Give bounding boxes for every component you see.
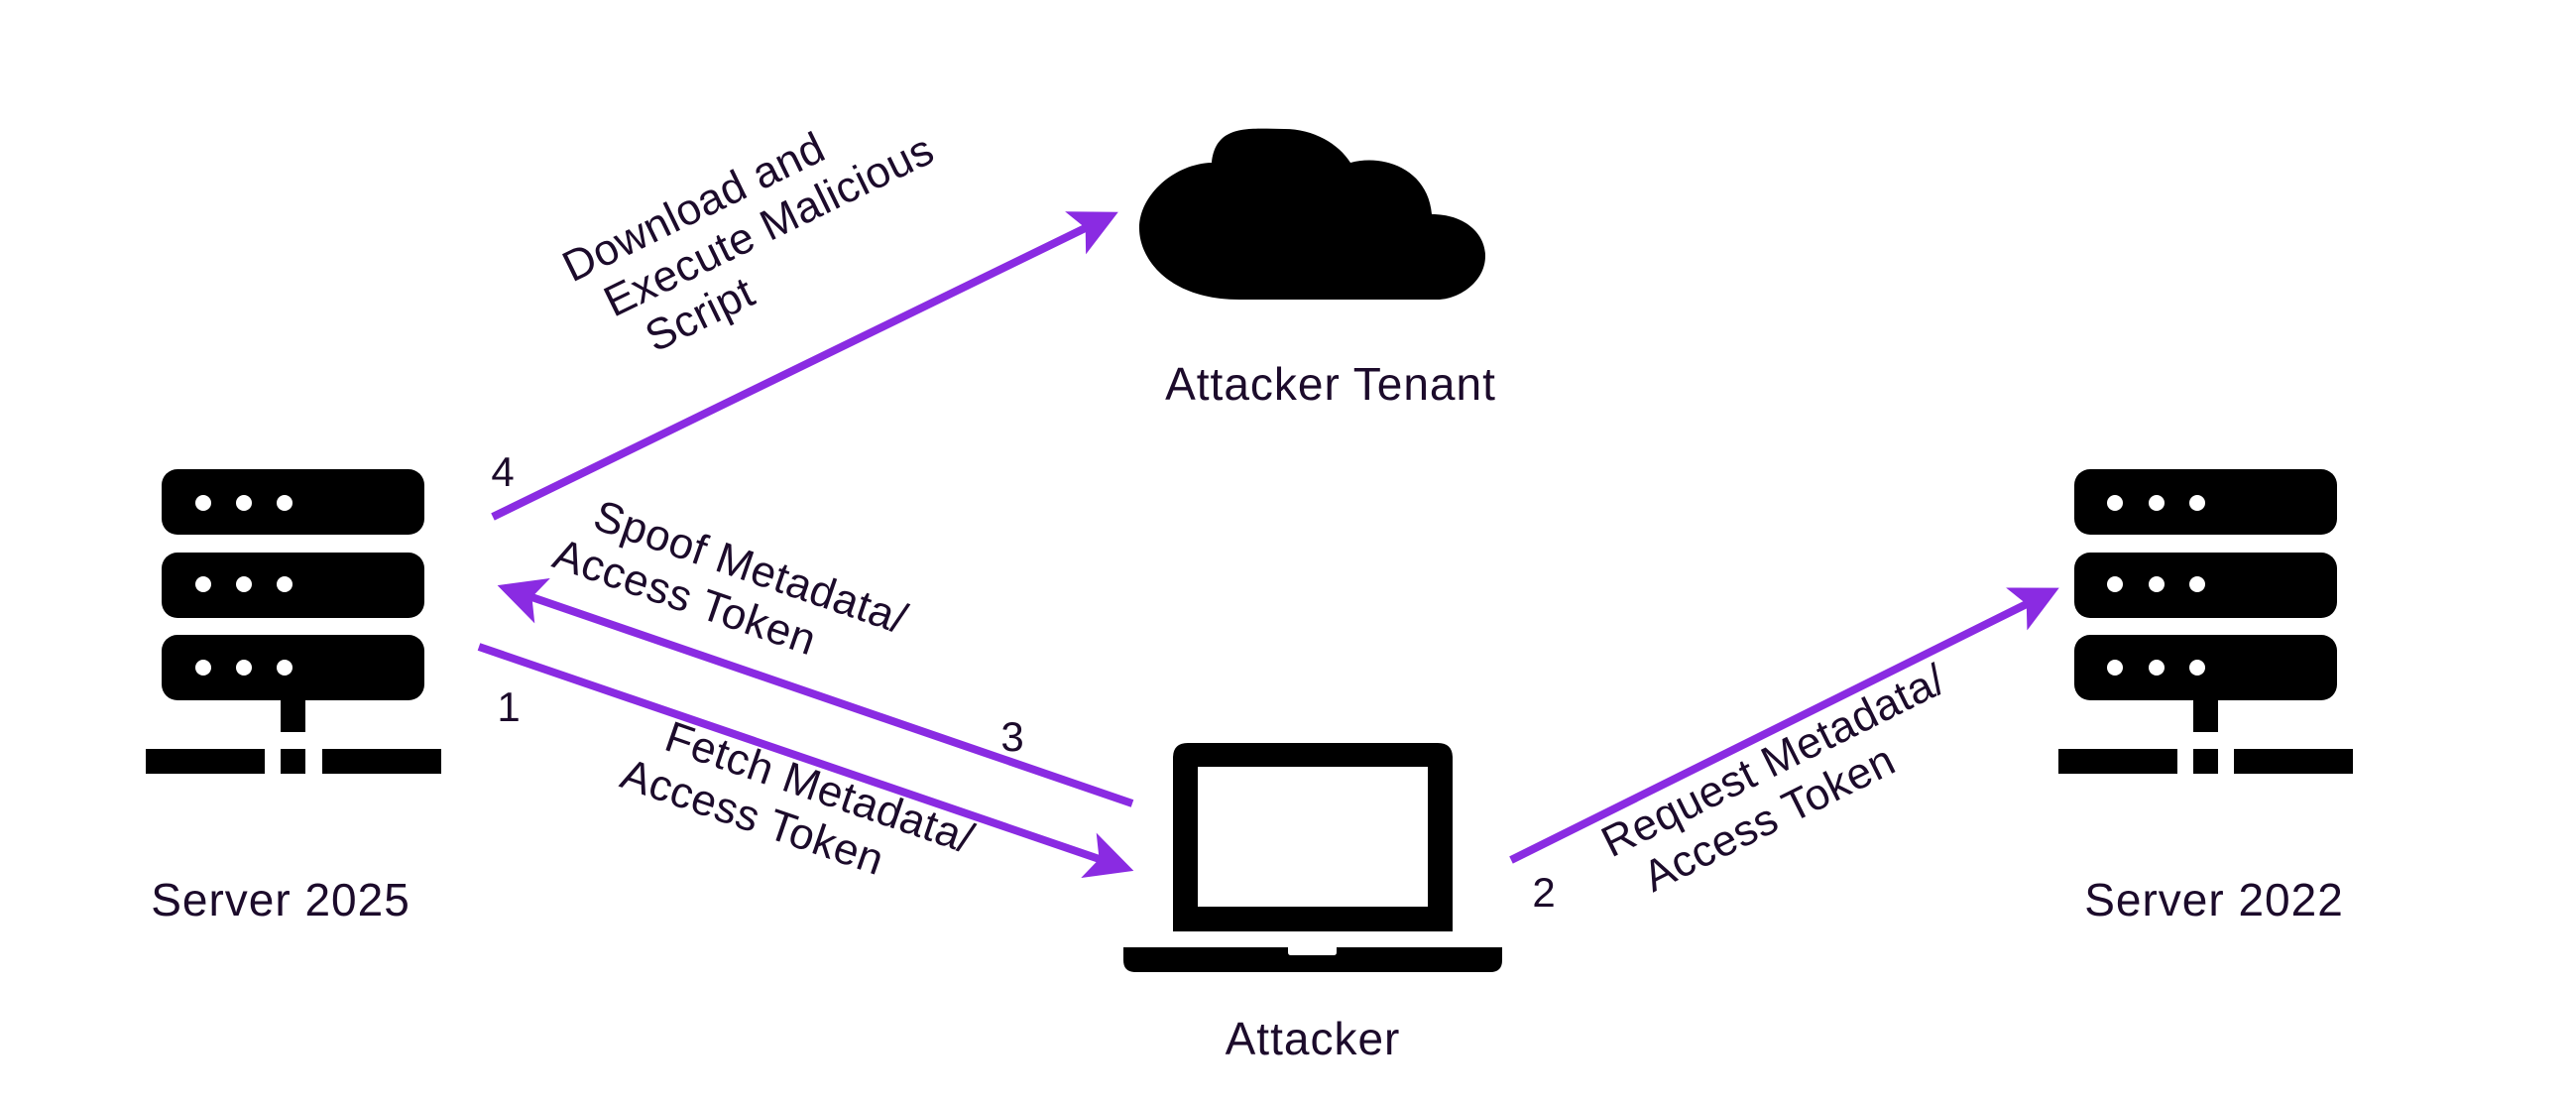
attacker-node: Attacker (1123, 743, 1502, 1064)
attacker-tenant-label: Attacker Tenant (1165, 358, 1496, 410)
laptop-icon (1123, 743, 1502, 972)
step-4-arrow (491, 211, 1118, 521)
server-icon (2058, 469, 2353, 774)
attacker-tenant-node: Attacker Tenant (1139, 128, 1496, 410)
step-2-arrow (1509, 587, 2059, 864)
step-2-number: 2 (1532, 869, 1555, 916)
step-3-arrow (497, 577, 1134, 807)
attacker-label: Attacker (1226, 1013, 1401, 1064)
step-1-number: 1 (497, 683, 520, 730)
step-2-description: Request Metadata/ Access Token (1594, 655, 1953, 902)
step-3-number: 3 (1000, 713, 1023, 760)
server-2022-label: Server 2022 (2084, 874, 2344, 925)
server-2022-node: Server 2022 (2058, 469, 2353, 925)
cloud-icon (1139, 128, 1485, 300)
arrows (477, 211, 2059, 879)
server-icon (146, 469, 441, 774)
server-2025-node: Server 2025 (146, 469, 441, 925)
step-3-description: Spoof Metadata/ Access Token (547, 491, 913, 665)
server-2025-label: Server 2025 (151, 874, 410, 925)
step-1-arrow (477, 643, 1134, 879)
step-4-number: 4 (491, 448, 514, 495)
step-4-description: Download and Execute Malicious Script (555, 123, 942, 362)
